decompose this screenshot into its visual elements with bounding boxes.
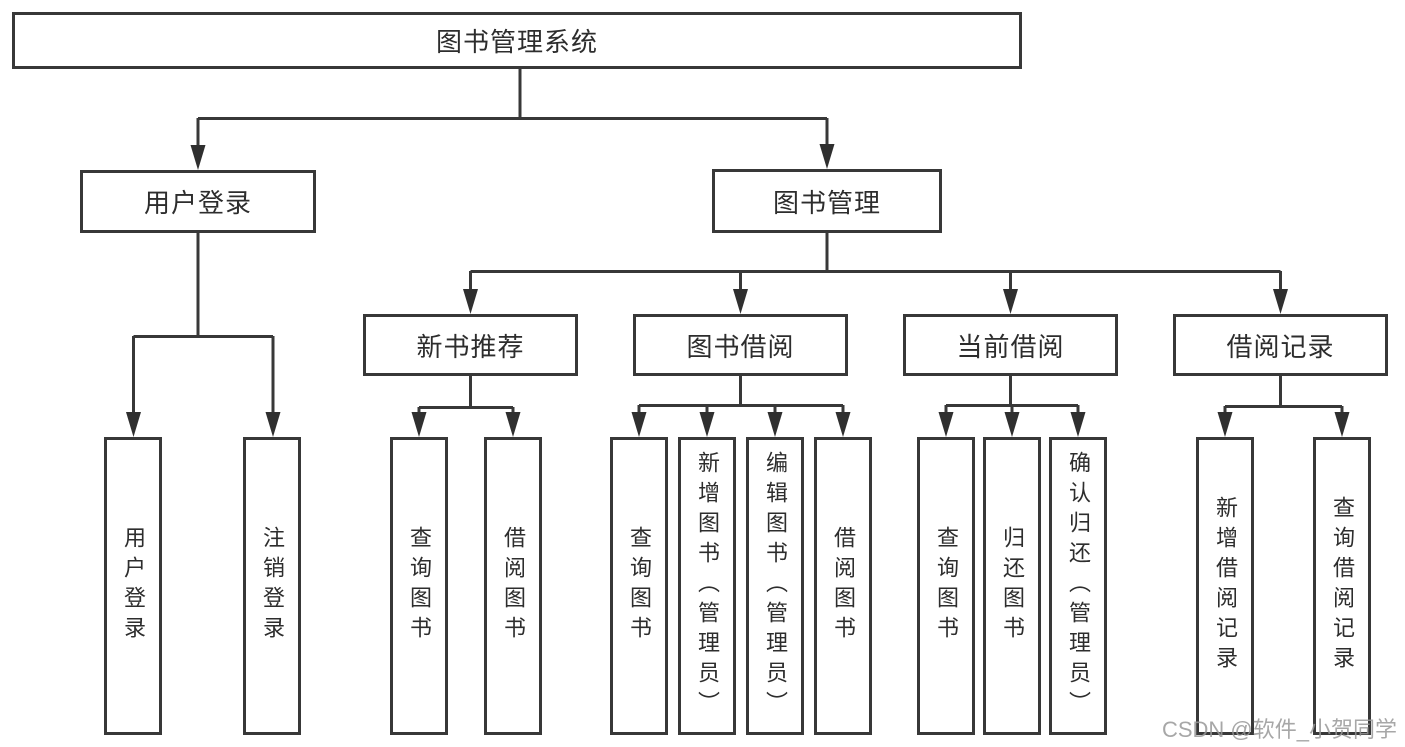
node-root-system: 图书管理系统 — [12, 12, 1022, 69]
leaf-borrow-books: 借阅图书 — [814, 437, 872, 735]
connector-mgmt-to-level3 — [463, 231, 1288, 314]
node-new-book-recommend: 新书推荐 — [363, 314, 578, 376]
connector-recommend-to-leaves — [411, 374, 521, 437]
node-book-borrow: 图书借阅 — [633, 314, 848, 376]
leaf-logout: 注销登录 — [243, 437, 301, 735]
leaf-confirm-return-admin: 确认归还（管理员） — [1049, 437, 1107, 735]
connector-current-to-leaves — [938, 374, 1086, 437]
leaf-return-books: 归还图书 — [983, 437, 1041, 735]
connector-borrow-to-leaves — [631, 374, 851, 437]
leaf-add-borrow-record: 新增借阅记录 — [1196, 437, 1254, 735]
leaf-add-book-admin: 新增图书（管理员） — [678, 437, 736, 735]
leaf-query-books: 查询图书 — [610, 437, 668, 735]
connector-records-to-leaves — [1217, 374, 1350, 437]
node-borrow-records: 借阅记录 — [1173, 314, 1388, 376]
leaf-query-books: 查询图书 — [390, 437, 448, 735]
node-user-login: 用户登录 — [80, 170, 316, 233]
node-current-borrow: 当前借阅 — [903, 314, 1118, 376]
leaf-edit-book-admin: 编辑图书（管理员） — [746, 437, 804, 735]
leaf-borrow-books: 借阅图书 — [484, 437, 542, 735]
connector-login-to-leaves — [126, 231, 281, 437]
leaf-query-borrow-record: 查询借阅记录 — [1313, 437, 1371, 735]
connector-root-to-level2 — [190, 67, 835, 170]
leaf-query-books: 查询图书 — [917, 437, 975, 735]
csdn-watermark: CSDN @软件_小贺同学 — [1161, 717, 1397, 742]
node-book-management: 图书管理 — [712, 169, 942, 233]
leaf-user-login: 用户登录 — [104, 437, 162, 735]
